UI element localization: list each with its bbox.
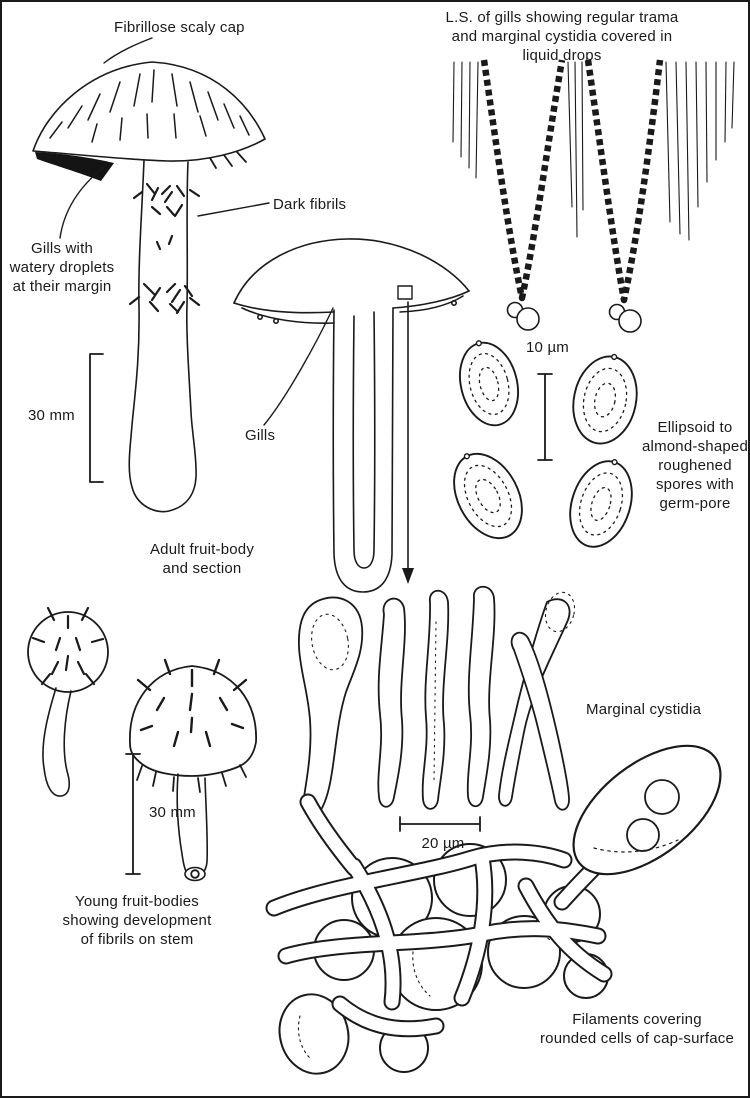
label-line: liquid drops	[522, 47, 602, 64]
label-line: Gills with	[30, 240, 93, 257]
cap-surface-drawing	[265, 744, 722, 1075]
spores-drawing	[453, 340, 638, 548]
label-line: watery droplets	[9, 259, 115, 276]
label-line: showing development	[62, 912, 212, 929]
scale-bar-20um	[399, 816, 481, 832]
label-scale-30mm-young: 30 mm	[149, 804, 196, 821]
young-fruit-bodies-drawing	[27, 606, 257, 882]
label-line: Adult fruit-body	[149, 541, 255, 558]
adult-fruit-body-drawing	[32, 61, 266, 513]
leader-fibrillose-cap	[103, 37, 153, 64]
label-gills-watery-droplets: Gills with watery droplets at their marg…	[6, 239, 118, 296]
label-filaments-caption: Filaments covering rounded cells of cap-…	[526, 1010, 748, 1048]
label-spores-caption: Ellipsoid to almond-shaped roughened spo…	[642, 418, 748, 513]
scale-bar-10um	[537, 373, 553, 461]
gill-ls-drawing	[452, 59, 735, 333]
label-line: Filaments covering	[572, 1011, 702, 1028]
marginal-cystidia-drawing	[298, 585, 576, 817]
label-line: spores with	[655, 476, 735, 493]
label-scale-20um: 20 µm	[421, 835, 465, 852]
label-marginal-cystidia: Marginal cystidia	[586, 701, 702, 718]
scale-bar-30mm-adult	[89, 353, 104, 483]
detail-square-marker	[397, 285, 413, 300]
leader-gills	[263, 307, 334, 426]
label-line: Young fruit-bodies	[75, 893, 199, 910]
scale-bar-30mm-young	[125, 753, 141, 875]
leader-gill-droplets	[59, 166, 105, 239]
label-gills: Gills	[245, 427, 276, 444]
label-line: at their margin	[12, 278, 112, 295]
label-line: almond-shaped	[642, 438, 749, 455]
scale-bars	[89, 353, 553, 875]
label-ls-gills-title: L.S. of gills showing regular trama and …	[384, 8, 740, 65]
label-scale-10um: 10 µm	[526, 339, 569, 356]
label-fibrillose-scaly-cap: Fibrillose scaly cap	[114, 19, 245, 36]
label-scale-30mm-adult: 30 mm	[28, 407, 75, 424]
label-line: Ellipsoid to	[657, 419, 733, 436]
label-adult-caption: Adult fruit-body and section	[120, 540, 284, 578]
label-line: roughened	[658, 457, 732, 474]
label-line: L.S. of gills showing regular trama	[445, 9, 679, 26]
leader-dark-fibrils	[197, 202, 270, 217]
label-line: of fibrils on stem	[80, 931, 194, 948]
fruit-body-section-drawing	[233, 238, 470, 593]
label-line: and marginal cystidia covered in	[451, 28, 673, 45]
label-dark-fibrils: Dark fibrils	[273, 196, 347, 213]
label-line: rounded cells of cap-surface	[539, 1030, 735, 1047]
label-line: germ-pore	[659, 495, 731, 512]
leader-lines	[59, 37, 334, 426]
label-young-caption: Young fruit-bodies showing development o…	[30, 892, 244, 949]
label-line: and section	[162, 560, 242, 577]
